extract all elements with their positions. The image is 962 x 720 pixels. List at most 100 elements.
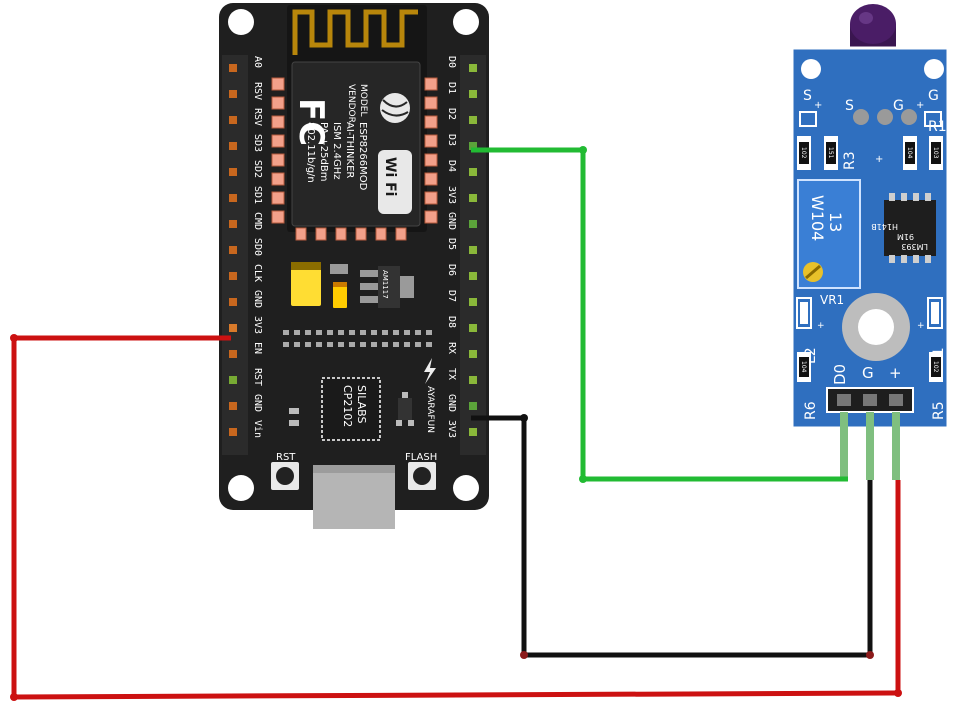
left-pin-gnd[interactable] xyxy=(229,402,237,410)
smd-pad xyxy=(283,330,289,335)
right-pin-label: D6 xyxy=(446,264,457,276)
smd-pad xyxy=(393,330,399,335)
left-pin-rsv[interactable] xyxy=(229,90,237,98)
left-pin-label: 3V3 xyxy=(252,316,263,334)
vendor-label: VENDOR xyxy=(346,84,356,123)
right-pin-label: D0 xyxy=(446,56,457,68)
left-pin-cmd[interactable] xyxy=(229,220,237,228)
left-pin-3v3[interactable] xyxy=(229,324,237,332)
smd-pad xyxy=(294,342,300,347)
right-pin-label: D5 xyxy=(446,238,457,250)
flash-button-label: FLASH xyxy=(405,452,437,463)
right-pin-d2[interactable] xyxy=(469,116,477,124)
module-pad xyxy=(424,115,438,129)
right-pin-d3[interactable] xyxy=(469,142,477,150)
right-pin-d6[interactable] xyxy=(469,272,477,280)
module-pad xyxy=(271,115,285,129)
chip-pin xyxy=(901,193,907,201)
model-label: MODEL xyxy=(358,84,368,116)
left-pin-en[interactable] xyxy=(229,350,237,358)
smd-pad xyxy=(327,330,333,335)
fc-logo: FC xyxy=(291,98,331,146)
sensor-pin-vcc[interactable] xyxy=(892,412,900,480)
svg-text:LM393: LM393 xyxy=(901,242,928,251)
left-pin-a0[interactable] xyxy=(229,64,237,72)
s-label-inner: S xyxy=(845,98,854,114)
left-pin-rst[interactable] xyxy=(229,376,237,384)
left-pin-sd2[interactable] xyxy=(229,168,237,176)
s-label-outer: S xyxy=(803,88,812,104)
smd-pad xyxy=(283,342,289,347)
smd-pad xyxy=(426,342,432,347)
smd-pad xyxy=(338,342,344,347)
right-pin-rx[interactable] xyxy=(469,350,477,358)
left-pin-sd1[interactable] xyxy=(229,194,237,202)
left-pin-vin[interactable] xyxy=(229,428,237,436)
module-pad xyxy=(424,210,438,224)
smd-pad xyxy=(294,330,300,335)
sensor-pin-d0[interactable] xyxy=(840,412,848,480)
wire-black-gnd[interactable] xyxy=(471,414,874,659)
chip-pin xyxy=(913,193,919,201)
left-pin-label: RSV xyxy=(252,108,263,126)
right-pin-label: GND xyxy=(446,212,457,230)
module-pad xyxy=(335,227,347,241)
left-pin-label: EN xyxy=(252,342,263,354)
svg-text:103: 103 xyxy=(932,147,939,159)
right-pin-3v3[interactable] xyxy=(469,428,477,436)
pin-label-d0: D0 xyxy=(831,364,849,385)
transistor xyxy=(398,398,412,420)
chip-pin xyxy=(925,255,931,263)
left-pin-label: SD1 xyxy=(252,186,263,204)
mounting-hole xyxy=(228,475,254,501)
right-pin-gnd[interactable] xyxy=(469,220,477,228)
esp8266-module: FC MODEL VENDOR ESP8266MOD AI-THINKER IS… xyxy=(271,5,438,241)
mounting-hole xyxy=(453,475,479,501)
left-pin-sd3[interactable] xyxy=(229,142,237,150)
flash-button[interactable] xyxy=(408,462,436,490)
right-pin-d0[interactable] xyxy=(469,64,477,72)
resistor-r: 151 xyxy=(824,136,838,170)
left-pin-label: RSV xyxy=(252,82,263,100)
right-pin-d4[interactable] xyxy=(469,168,477,176)
wire-red-3v3[interactable] xyxy=(10,334,902,701)
right-pin-gnd[interactable] xyxy=(469,402,477,410)
right-pin-3v3[interactable] xyxy=(469,194,477,202)
module-pad xyxy=(271,134,285,148)
mounting-hole xyxy=(924,59,944,79)
smd-pad xyxy=(404,342,410,347)
left-pin-rsv[interactable] xyxy=(229,116,237,124)
right-pin-d7[interactable] xyxy=(469,298,477,306)
smd-pad xyxy=(316,342,322,347)
left-pin-label: RST xyxy=(252,368,263,386)
right-pin-label: D8 xyxy=(446,316,457,328)
right-pin-d5[interactable] xyxy=(469,246,477,254)
rst-button[interactable] xyxy=(271,462,299,490)
right-pin-label: D3 xyxy=(446,134,457,146)
left-pin-sd0[interactable] xyxy=(229,246,237,254)
svg-text:+: + xyxy=(817,321,825,331)
wire-green-d3-to-d0[interactable] xyxy=(471,146,848,483)
svg-text:104: 104 xyxy=(800,361,807,373)
module-pad xyxy=(424,172,438,186)
right-pin-tx[interactable] xyxy=(469,376,477,384)
left-pin-gnd[interactable] xyxy=(229,298,237,306)
resistor-r: 102 xyxy=(929,352,943,382)
left-pin-clk[interactable] xyxy=(229,272,237,280)
right-pin-d1[interactable] xyxy=(469,90,477,98)
resistor-r: 104 xyxy=(903,136,917,170)
chip-pin xyxy=(925,193,931,201)
usb-uart-chip: SILABS CP2102 xyxy=(321,377,381,441)
vr1-label: VR1 xyxy=(820,293,844,307)
sensor-pin-g[interactable] xyxy=(866,412,874,480)
left-pin-label: SD0 xyxy=(252,238,263,256)
module-pad xyxy=(271,191,285,205)
right-pin-label: GND xyxy=(446,394,457,412)
right-pin-d8[interactable] xyxy=(469,324,477,332)
module-pad xyxy=(271,153,285,167)
standard-label: 802.11b/g/n xyxy=(305,122,316,183)
r3-label: R3 xyxy=(842,151,858,170)
r1-label: R1 xyxy=(928,119,947,135)
svg-text:+: + xyxy=(917,321,925,331)
